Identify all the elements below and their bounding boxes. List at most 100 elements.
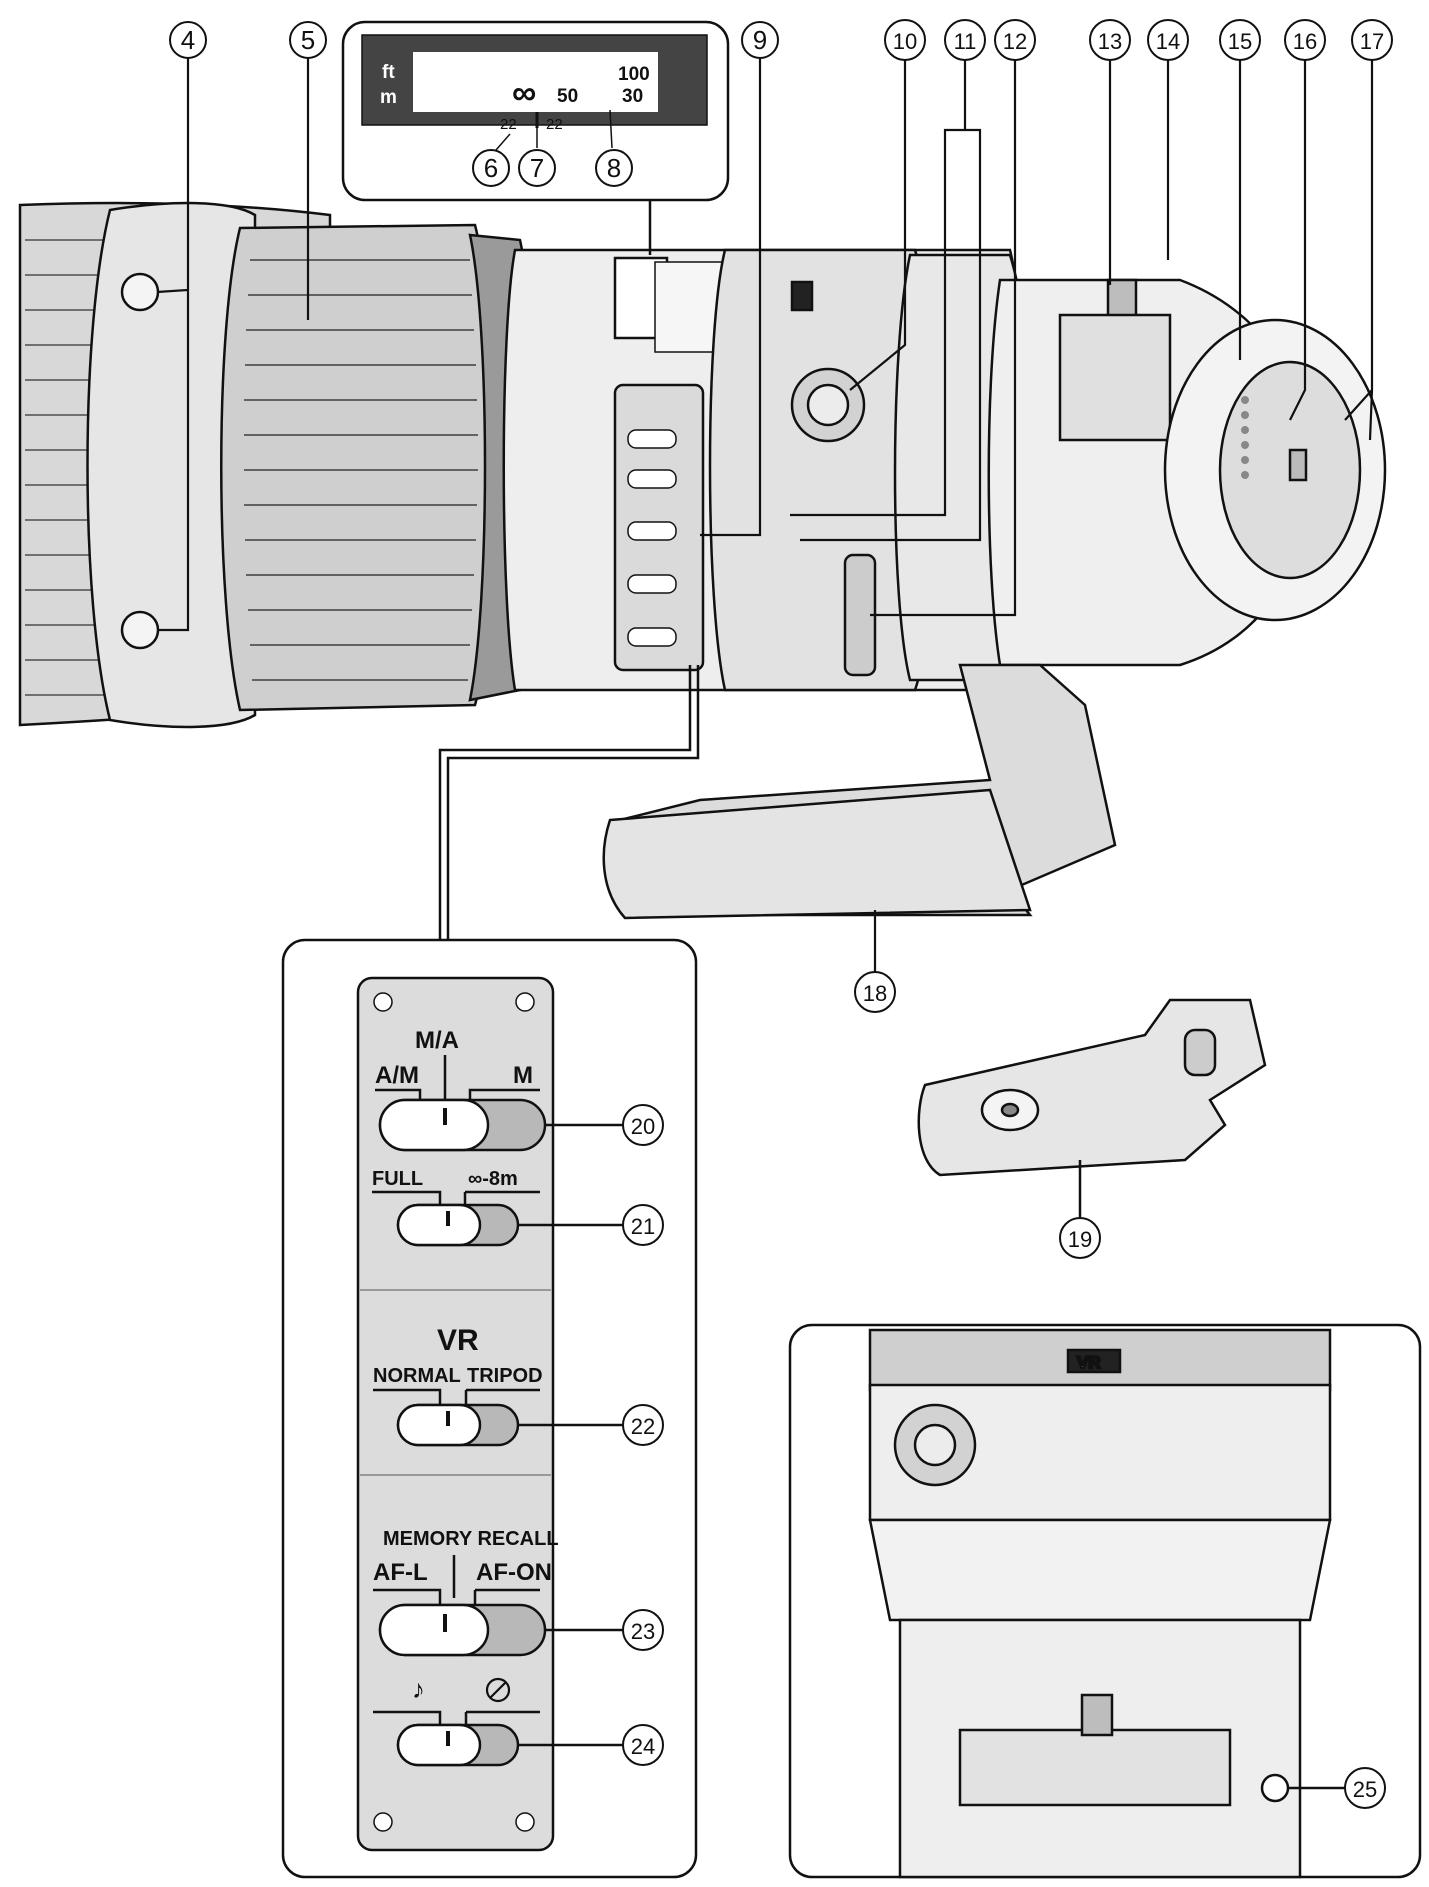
callout-16: 16 bbox=[1284, 19, 1326, 61]
inset-lens: VR bbox=[868, 1328, 1332, 1879]
barrel-switches bbox=[627, 429, 677, 647]
svg-text:4: 4 bbox=[181, 25, 195, 55]
limit-range-label: ∞-8m bbox=[468, 1168, 518, 1190]
svg-text:24: 24 bbox=[631, 1734, 655, 1759]
focus-ring-grip bbox=[244, 259, 478, 681]
beep-ticks bbox=[373, 1710, 540, 1725]
svg-text:20: 20 bbox=[631, 1114, 655, 1139]
inset-vr-badge bbox=[1066, 1348, 1122, 1374]
focus-mode-am-label: A/M bbox=[375, 1062, 419, 1089]
hood-screw-bottom bbox=[120, 610, 160, 650]
callout-20: 20 bbox=[622, 1104, 664, 1146]
svg-text:13: 13 bbox=[1098, 29, 1122, 54]
svg-text:7: 7 bbox=[530, 153, 544, 183]
callout-18: 18 bbox=[854, 971, 896, 1013]
callout-13: 13 bbox=[1089, 19, 1131, 61]
tripod-collar-lock-knob-center bbox=[806, 383, 850, 427]
svg-text:11: 11 bbox=[954, 29, 977, 54]
barrel-vr-badge bbox=[790, 280, 814, 312]
svg-text:12: 12 bbox=[1003, 29, 1027, 54]
svg-text:6: 6 bbox=[484, 153, 498, 183]
svg-text:15: 15 bbox=[1228, 29, 1252, 54]
leader-11 bbox=[790, 55, 982, 542]
scale-index-right: 22 bbox=[546, 116, 563, 133]
monopod-shoe bbox=[1058, 313, 1172, 442]
callout-4: 4 bbox=[169, 21, 207, 59]
callout-8: 8 bbox=[595, 149, 633, 187]
mount-cpu-contacts bbox=[1241, 396, 1249, 479]
leader-16 bbox=[1289, 55, 1307, 421]
tripod-foot-illustration bbox=[917, 998, 1267, 1220]
main-leaders bbox=[156, 55, 1374, 975]
callout-5: 5 bbox=[289, 21, 327, 59]
scale-unit-ft: ft bbox=[382, 62, 395, 83]
panel-leader-inner bbox=[446, 665, 700, 945]
limit-full-label: FULL bbox=[372, 1168, 423, 1190]
svg-text:23: 23 bbox=[631, 1619, 655, 1644]
memory-recall-switch[interactable] bbox=[378, 1603, 490, 1657]
inset-barrel bbox=[868, 1518, 1332, 1622]
memory-afon-label: AF-ON bbox=[476, 1559, 552, 1586]
memory-afl-label: AF-L bbox=[373, 1559, 428, 1586]
svg-text:18: 18 bbox=[863, 981, 887, 1006]
tripod-foot bbox=[917, 998, 1267, 1177]
callout-7: 7 bbox=[518, 149, 556, 187]
leader-12 bbox=[870, 55, 1017, 617]
handle-grip bbox=[602, 788, 1032, 920]
callout-23: 23 bbox=[622, 1609, 664, 1651]
scale-m-50: 50 bbox=[557, 86, 578, 107]
leader-17 bbox=[1344, 55, 1374, 441]
panel-screws bbox=[373, 992, 535, 1832]
focus-limit-switch[interactable] bbox=[396, 1203, 482, 1247]
callout-11: 11 bbox=[944, 19, 986, 61]
hood-collar bbox=[86, 201, 257, 729]
scale-index-left: 22 bbox=[500, 116, 517, 133]
focus-mode-switch[interactable] bbox=[378, 1098, 490, 1152]
callout-21: 21 bbox=[622, 1204, 664, 1246]
inset-shoe bbox=[958, 1728, 1232, 1807]
beep-switch[interactable] bbox=[396, 1723, 482, 1767]
callout-9: 9 bbox=[741, 21, 779, 59]
tripod-foot-socket-hole bbox=[1000, 1102, 1020, 1118]
callout-numbers: 4 5 6 7 8 9 10 11 12 13 14 15 16 17 18 1… bbox=[169, 19, 1393, 1809]
leader-8 bbox=[609, 109, 613, 149]
leader-9 bbox=[700, 55, 762, 537]
inset-collar-knob-center bbox=[913, 1423, 957, 1467]
collar-lock-screw bbox=[1106, 278, 1138, 322]
aperture-lever bbox=[1288, 448, 1308, 482]
leader-6 bbox=[495, 133, 511, 151]
switch-panel-callout: M/A A/M M FULL ∞-8m VR NORMAL TRIPOD MEM… bbox=[281, 665, 700, 1879]
leader-4 bbox=[156, 55, 190, 632]
leader-10 bbox=[849, 55, 907, 391]
svg-text:19: 19 bbox=[1068, 1227, 1092, 1252]
focus-ring bbox=[220, 223, 494, 712]
callout-6: 6 bbox=[472, 149, 510, 187]
callout-25: 25 bbox=[1344, 1767, 1386, 1809]
callout-14: 14 bbox=[1147, 19, 1189, 61]
memory-recall-title: MEMORY RECALL bbox=[383, 1528, 559, 1550]
scale-readout-inner bbox=[413, 52, 658, 112]
svg-text:9: 9 bbox=[753, 25, 767, 55]
music-note-icon: ♪ bbox=[412, 1674, 425, 1704]
tripod-foot-slot bbox=[1183, 1028, 1217, 1077]
svg-text:8: 8 bbox=[607, 153, 621, 183]
callout-17: 17 bbox=[1351, 19, 1393, 61]
inset-vr-badge-label: VR bbox=[1077, 1353, 1101, 1372]
vr-tripod-label: TRIPOD bbox=[467, 1365, 543, 1387]
vr-normal-label: NORMAL bbox=[373, 1365, 461, 1387]
svg-text:5: 5 bbox=[301, 25, 315, 55]
vr-mode-switch[interactable] bbox=[396, 1403, 482, 1447]
scale-infinity-mark: ∞ bbox=[512, 74, 536, 112]
callout-10: 10 bbox=[884, 19, 926, 61]
callout-15: 15 bbox=[1219, 19, 1261, 61]
panel-leader bbox=[438, 665, 692, 945]
inset-shoe-screw bbox=[1080, 1693, 1114, 1737]
vr-title-label: VR bbox=[437, 1324, 479, 1357]
svg-text:22: 22 bbox=[631, 1414, 655, 1439]
inset-strap-eyelet[interactable] bbox=[1260, 1773, 1290, 1803]
svg-text:21: 21 bbox=[631, 1214, 655, 1239]
focus-mode-ma-label: M/A bbox=[415, 1027, 459, 1054]
memory-ticks bbox=[373, 1555, 540, 1605]
vr-ticks bbox=[373, 1388, 540, 1405]
